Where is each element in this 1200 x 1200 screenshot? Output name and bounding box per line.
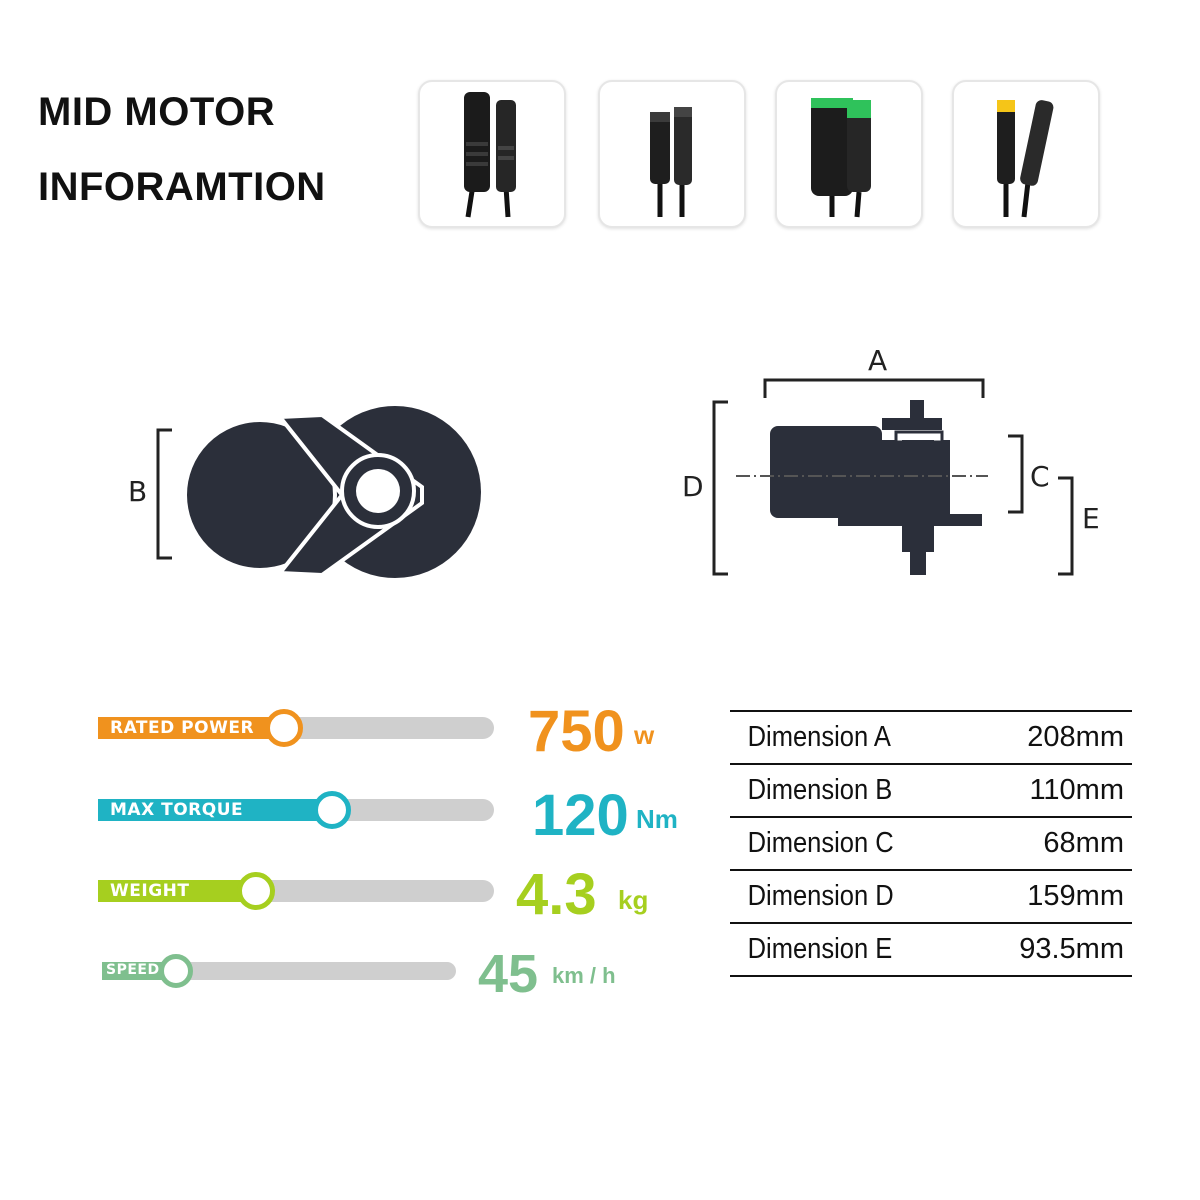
black-connector-pair-icon xyxy=(464,92,516,218)
spec-weight: WEIGHT 4.3 kg xyxy=(0,862,700,927)
mounting-plate xyxy=(934,514,982,526)
connector-thumb-1[interactable] xyxy=(418,80,566,228)
dimension-e-value: 93.5mm xyxy=(980,922,1132,977)
spindle-top xyxy=(910,400,924,422)
dimension-table: Dimension A 208mm Dimension B 110mm Dime… xyxy=(730,710,1132,977)
speed-value: 45 xyxy=(478,944,539,1004)
rated-power-unit: w xyxy=(634,720,655,750)
spec-speed: SPEED 45 km / h xyxy=(0,943,700,1004)
speed-unit: km / h xyxy=(552,963,616,988)
dimension-a-label: Dimension A xyxy=(730,710,951,764)
dimension-a-value: 208mm xyxy=(980,710,1132,764)
max-torque-slider-knob[interactable] xyxy=(313,791,351,829)
weight-fill xyxy=(98,880,256,902)
page-title-line1: MID MOTOR xyxy=(38,90,276,134)
spec-max-torque: MAX TORQUE 120 Nm xyxy=(0,782,700,848)
dimension-c-bracket xyxy=(1008,434,1024,514)
max-torque-unit: Nm xyxy=(636,804,678,834)
dimension-e-label: Dimension E xyxy=(730,922,951,977)
dimension-d-bracket xyxy=(712,400,728,576)
table-row: Dimension D 159mm xyxy=(730,869,1132,923)
dimension-b-bracket xyxy=(156,428,172,560)
speed-slider-knob[interactable] xyxy=(159,954,193,988)
dimension-b-letter: B xyxy=(128,475,147,508)
dimension-d-label: Dimension D xyxy=(730,869,951,923)
motor-side-view-diagram: A D C E xyxy=(682,344,1100,576)
dimension-c-letter: C xyxy=(1030,460,1050,493)
speed-label: SPEED xyxy=(106,962,160,978)
max-torque-value: 120 xyxy=(532,783,629,848)
dimension-c-label: Dimension C xyxy=(730,816,951,870)
dimension-e-letter: E xyxy=(1082,502,1100,535)
weight-unit: kg xyxy=(618,885,649,915)
speed-fill xyxy=(102,962,176,980)
rated-power-fill xyxy=(98,717,284,739)
dimension-b-value: 110mm xyxy=(980,763,1132,817)
connector-thumb-2[interactable] xyxy=(598,80,746,228)
spec-rated-power: RATED POWER 750 w xyxy=(0,699,700,764)
table-row: Dimension A 208mm xyxy=(730,710,1132,764)
chainring-flange xyxy=(882,418,942,430)
rated-power-slider-knob[interactable] xyxy=(265,709,303,747)
weight-value: 4.3 xyxy=(516,862,597,927)
rated-power-label: RATED POWER xyxy=(110,718,255,738)
dimension-a-bracket xyxy=(763,378,985,398)
table-row: Dimension C 68mm xyxy=(730,816,1132,870)
crank-hole xyxy=(356,469,400,513)
dimension-c-value: 68mm xyxy=(980,816,1132,870)
max-torque-label: MAX TORQUE xyxy=(110,800,244,820)
weight-slider-knob[interactable] xyxy=(237,872,275,910)
bottom-bracket-shaft xyxy=(902,440,934,552)
table-row: Dimension E 93.5mm xyxy=(730,922,1132,977)
connector-thumb-3[interactable] xyxy=(775,80,923,228)
page-title-line2: INFORAMTION xyxy=(38,165,326,209)
dimension-e-bracket xyxy=(1058,476,1074,576)
dimension-a-letter: A xyxy=(868,344,887,377)
rated-power-value: 750 xyxy=(528,699,625,764)
dimension-b-label: Dimension B xyxy=(730,763,951,817)
yellow-tip-connector-pair-icon xyxy=(997,100,1054,218)
dimension-d-value: 159mm xyxy=(980,869,1132,923)
dimension-d-letter: D xyxy=(682,470,704,503)
motor-front-view-diagram: B xyxy=(128,406,481,578)
table-row: Dimension B 110mm xyxy=(730,763,1132,817)
spindle-bottom xyxy=(910,545,926,575)
motor-housing-left xyxy=(183,418,337,572)
green-tip-connector-pair-icon xyxy=(811,98,871,218)
weight-label: WEIGHT xyxy=(110,881,190,901)
connector-thumb-4[interactable] xyxy=(952,80,1100,228)
max-torque-fill xyxy=(98,799,332,821)
small-black-connector-pair-icon xyxy=(650,107,692,217)
